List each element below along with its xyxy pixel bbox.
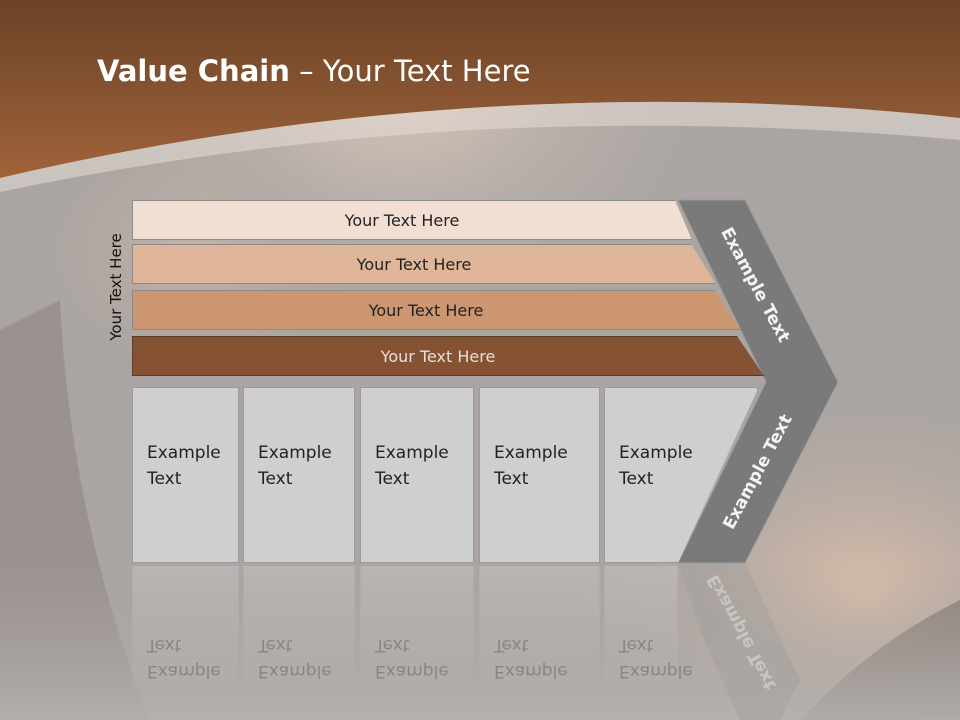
support-bar-1: Your Text Here (132, 200, 692, 240)
activity-label: Example Text (147, 443, 221, 489)
reflection-1: Example Text (132, 566, 239, 696)
title-bold: Value Chain (97, 54, 290, 88)
reflection-label: Example Text (147, 635, 221, 681)
primary-activity-2: Example Text (243, 387, 355, 563)
bar-label: Your Text Here (356, 254, 472, 274)
bar-label: Your Text Here (380, 346, 496, 366)
primary-activity-1: Example Text (132, 387, 239, 563)
reflection-label: Example Text (494, 635, 568, 681)
support-bar-4: Your Text Here (132, 336, 764, 376)
reflection-4: Example Text (479, 566, 600, 696)
reflection-label: Example Text (375, 635, 449, 681)
reflection-2: Example Text (243, 566, 355, 696)
primary-activity-4: Example Text (479, 387, 600, 563)
reflection-label: Example Text (619, 635, 693, 681)
primary-activity-3: Example Text (360, 387, 474, 563)
reflection-label: Example Text (258, 635, 332, 681)
side-label: Your Text Here (107, 233, 125, 341)
title-rest: – Your Text Here (289, 54, 531, 88)
support-bar-2: Your Text Here (132, 244, 716, 284)
reflection-5: Example Text (604, 566, 693, 696)
slide-title: Value Chain – Your Text Here (97, 54, 531, 88)
activity-label: Example Text (494, 443, 568, 489)
bar-label: Your Text Here (368, 300, 484, 320)
bar-label: Your Text Here (344, 210, 460, 230)
activity-label: Example Text (619, 443, 693, 489)
support-bar-3: Your Text Here (132, 290, 740, 330)
reflection-3: Example Text (360, 566, 474, 696)
activity-label: Example Text (375, 443, 449, 489)
activity-label: Example Text (258, 443, 332, 489)
